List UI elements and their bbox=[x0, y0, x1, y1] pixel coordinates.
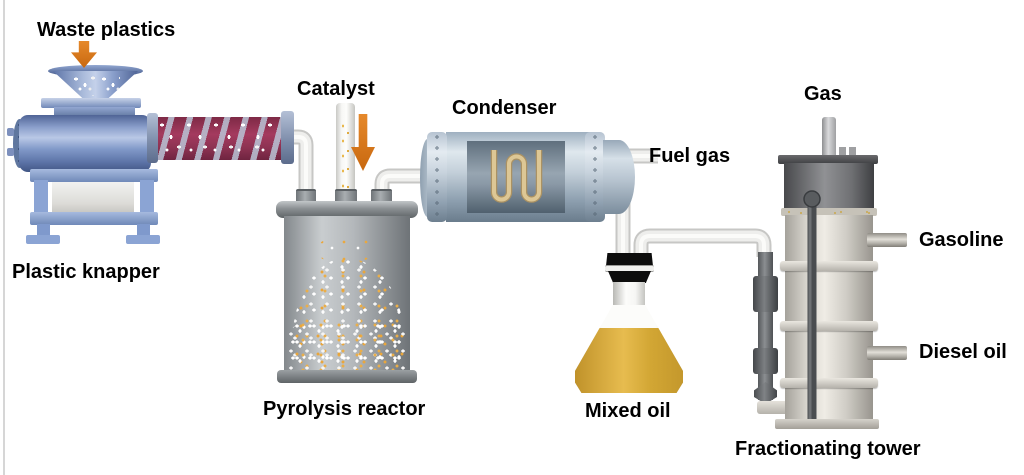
conveyor-right-ring bbox=[281, 111, 294, 164]
condenser-window bbox=[467, 141, 565, 213]
reactor-pellet-bed bbox=[288, 322, 408, 372]
conveyor-barrel bbox=[156, 117, 284, 160]
stand-top-beam bbox=[30, 169, 158, 182]
tower-base-flange bbox=[775, 419, 879, 429]
waste-feed-arrow-icon bbox=[71, 41, 97, 68]
stand-bottom-beam bbox=[30, 212, 158, 225]
condenser-label: Condenser bbox=[452, 97, 557, 119]
drum-bolt-stub bbox=[7, 128, 14, 136]
flask-stopper-bottom bbox=[608, 271, 651, 283]
stand-left-foot bbox=[26, 235, 60, 244]
tower-ring bbox=[780, 321, 878, 331]
diesel-oil-nozzle bbox=[867, 346, 907, 360]
flask-stopper-top bbox=[606, 253, 653, 266]
pyrolysis-reactor-label: Pyrolysis reactor bbox=[263, 398, 426, 420]
conveyor-left-ring bbox=[147, 113, 158, 163]
knapper-neck-block bbox=[54, 107, 135, 117]
gas-label: Gas bbox=[804, 83, 842, 105]
tower-junction-band bbox=[781, 208, 877, 216]
reactor-bottom-rim bbox=[277, 370, 417, 383]
condenser-left-flange bbox=[427, 132, 447, 222]
flask-stopper-ring bbox=[605, 265, 654, 272]
gas-outlet-pipe bbox=[822, 117, 836, 159]
tower-top-nub bbox=[839, 147, 846, 157]
plastic-shreds-in-hopper bbox=[70, 74, 120, 96]
gasoline-label: Gasoline bbox=[919, 229, 1004, 251]
gasoline-nozzle bbox=[867, 233, 907, 247]
stand-left-leg bbox=[37, 224, 50, 237]
mixed-oil-label: Mixed oil bbox=[585, 400, 671, 422]
feed-pipe-body bbox=[758, 252, 773, 400]
drum-bolt-stub bbox=[7, 148, 14, 156]
knapper-top-plate bbox=[41, 98, 141, 108]
shredder-drum bbox=[19, 115, 151, 172]
oil-liquid bbox=[575, 327, 683, 393]
catalyst-label: Catalyst bbox=[297, 78, 375, 100]
tower-body bbox=[785, 215, 873, 421]
flask-neck bbox=[613, 282, 645, 307]
stand-right-leg bbox=[137, 224, 150, 237]
fuel-gas-label: Fuel gas bbox=[649, 145, 731, 167]
catalyst-tube bbox=[336, 103, 355, 197]
feed-pipe-valve bbox=[754, 382, 777, 404]
tower-top-flange bbox=[778, 155, 878, 164]
figure-left-edge bbox=[3, 0, 5, 475]
tower-ring bbox=[780, 378, 878, 388]
pipe-flask-to-tower bbox=[633, 228, 772, 258]
feed-pipe-coupling bbox=[753, 348, 778, 374]
tower-top-nub bbox=[849, 147, 856, 157]
flask-cone bbox=[575, 305, 683, 393]
fractionating-tower-label: Fractionating tower bbox=[735, 438, 921, 460]
condenser-right-flange bbox=[585, 132, 605, 222]
waste-plastics-label: Waste plastics bbox=[37, 19, 176, 41]
hopper-funnel bbox=[53, 71, 138, 100]
stand-right-column bbox=[140, 180, 154, 214]
catalyst-particles bbox=[339, 121, 352, 191]
stand-right-foot bbox=[126, 235, 160, 244]
reactor-lid bbox=[276, 201, 418, 218]
plastic-knapper-label: Plastic knapper bbox=[12, 261, 160, 283]
feed-pipe-coupling bbox=[753, 276, 778, 312]
stand-tray bbox=[52, 182, 134, 212]
condenser-right-cap bbox=[603, 140, 635, 214]
stand-left-column bbox=[34, 180, 48, 214]
tower-top-section bbox=[784, 163, 874, 209]
diesel-oil-label: Diesel oil bbox=[919, 341, 1007, 363]
tower-ring bbox=[780, 261, 878, 271]
